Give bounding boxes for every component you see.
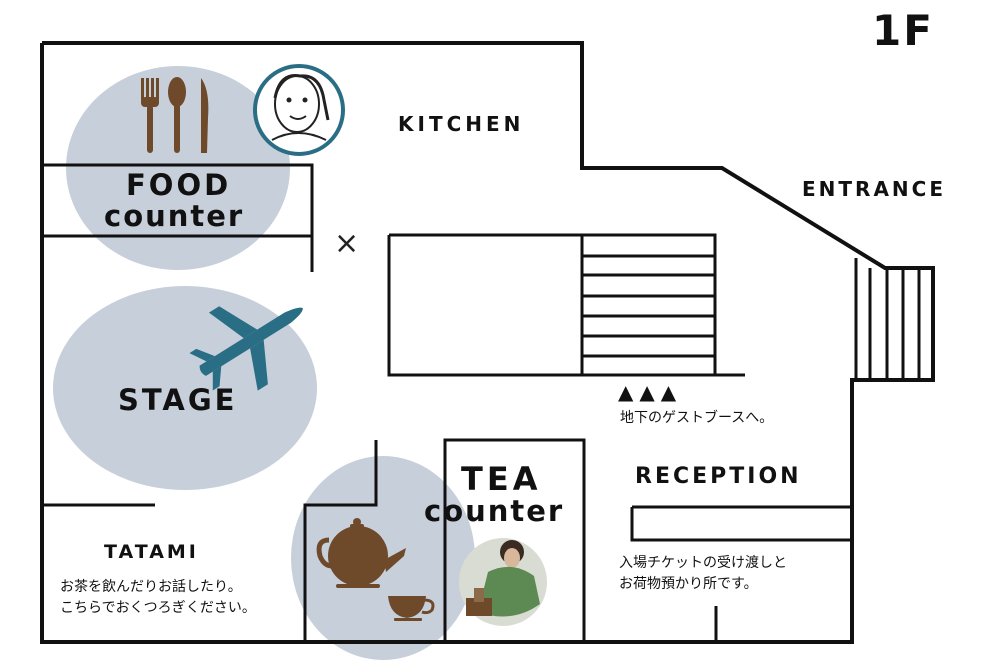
tea-counter-sublabel: counter bbox=[424, 494, 565, 528]
guest-booth-note: 地下のゲストブースへ。 bbox=[620, 410, 774, 426]
tatami-note: お茶を飲んだりお話したり。 こちらでおくつろぎください。 bbox=[60, 577, 256, 619]
stage-label: STAGE bbox=[118, 383, 238, 417]
teacup-icon bbox=[388, 596, 435, 621]
stair-arrows: ▲▲▲ bbox=[618, 380, 683, 404]
food-counter-zone bbox=[66, 66, 290, 270]
reception-note-line2: お荷物預かり所です。 bbox=[619, 576, 758, 592]
chef-portrait bbox=[253, 64, 345, 156]
floor-label: 1F bbox=[872, 6, 934, 55]
reception-note: 入場チケットの受け渡しと お荷物預かり所です。 bbox=[619, 553, 787, 595]
airplane-icon bbox=[189, 306, 303, 391]
tatami-label: TATAMI bbox=[104, 541, 199, 563]
food-counter-label: FOOD bbox=[126, 168, 232, 202]
reception-label: RECEPTION bbox=[635, 464, 802, 489]
staircase-center bbox=[387, 233, 745, 377]
tatami-note-line2: こちらでおくつろぎください。 bbox=[60, 600, 256, 616]
teapot-icon bbox=[316, 518, 406, 588]
inner-walls bbox=[42, 163, 854, 642]
food-counter-sublabel: counter bbox=[104, 199, 245, 233]
staircase-entrance bbox=[854, 258, 921, 380]
tea-counter-label: TEA bbox=[461, 460, 542, 498]
kitchen-label: KITCHEN bbox=[398, 112, 525, 136]
cutlery-icon bbox=[141, 77, 209, 153]
tatami-note-line1: お茶を飲んだりお話したり。 bbox=[60, 579, 242, 595]
reception-note-line1: 入場チケットの受け渡しと bbox=[619, 555, 787, 571]
walls bbox=[40, 41, 935, 644]
x-mark: × bbox=[334, 226, 360, 261]
entrance-label: ENTRANCE bbox=[802, 177, 946, 201]
tea-host-photo bbox=[459, 538, 547, 626]
